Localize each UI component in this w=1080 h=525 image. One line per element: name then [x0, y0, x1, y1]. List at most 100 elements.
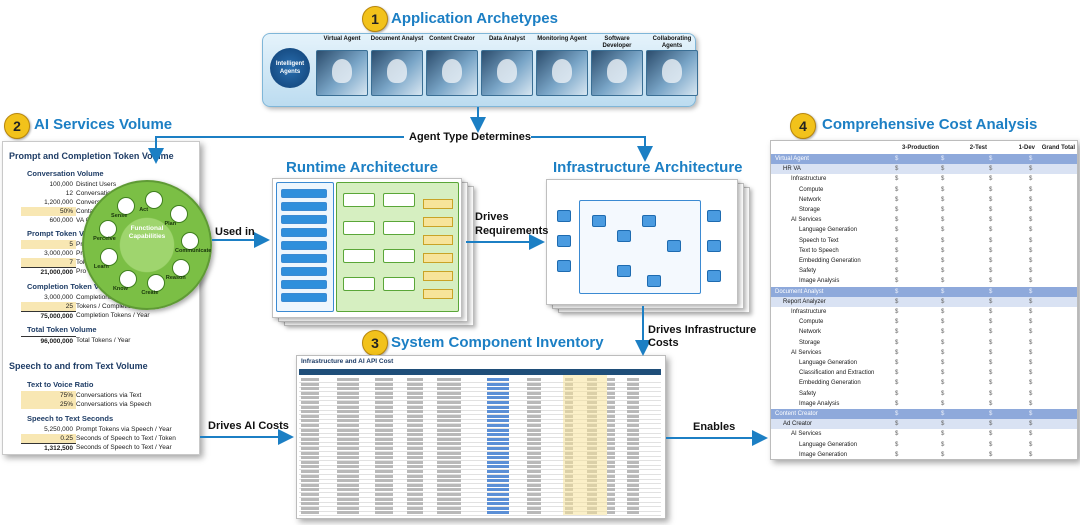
cost-currency-mark: $: [989, 176, 993, 183]
inventory-cell: [337, 424, 359, 427]
inventory-cell: [407, 511, 423, 515]
cost-currency-mark: $: [989, 309, 993, 315]
inventory-cell: [487, 456, 509, 460]
cost-currency-mark: $: [941, 329, 945, 336]
label-drives-ai: Drives AI Costs: [208, 420, 289, 432]
label-enables: Enables: [693, 421, 736, 433]
label-used-in: Used in: [215, 226, 255, 238]
infra-resource-icon: [617, 265, 631, 277]
inventory-cell: [437, 483, 461, 487]
inventory-cell: [437, 506, 461, 510]
inventory-cell: [301, 410, 319, 414]
inventory-cell: [337, 493, 359, 496]
cost-row-ad-creator: Ad Creator$$$$: [771, 419, 1077, 430]
cost-row-label: Embedding Generation: [799, 258, 861, 264]
inventory-cell: [337, 378, 359, 381]
inventory-cell: [301, 405, 319, 409]
inventory-cell: [437, 465, 461, 469]
cost-currency-mark: $: [989, 207, 993, 213]
inventory-cell: [607, 474, 615, 478]
inventory-cell: [375, 483, 393, 487]
section-3-badge: 3: [362, 330, 388, 356]
cost-currency-mark: $: [895, 370, 899, 377]
inventory-cell: [407, 456, 423, 460]
inventory-cell: [301, 391, 319, 395]
row-value: 50%: [21, 207, 76, 216]
infra-title: Infrastructure Architecture: [553, 159, 743, 176]
inventory-cell: [437, 479, 461, 483]
inventory-cell: [437, 396, 461, 400]
inventory-cell: [627, 414, 639, 418]
speech-title: Speech to and from Text Volume: [9, 361, 148, 371]
inventory-cell: [301, 470, 319, 473]
runtime-service-box: [423, 217, 453, 227]
inventory-cell: [607, 493, 615, 496]
row-label: Pro: [76, 250, 87, 257]
inventory-cell: [527, 401, 541, 404]
inventory-cell: [407, 391, 423, 395]
cost-currency-mark: $: [941, 360, 945, 366]
inventory-cell: [527, 479, 541, 483]
inventory-cell: [337, 433, 359, 437]
inventory-cell: [301, 437, 319, 441]
col-production: 3-Production: [902, 145, 939, 151]
inventory-cell: [607, 437, 615, 441]
agent-virtual-agent: Virtual Agent: [315, 36, 369, 96]
inventory-cell: [375, 428, 393, 432]
inventory-cell: [487, 387, 509, 391]
wheel-center-label: Functional Capabilities: [128, 225, 166, 240]
cost-row-label: Network: [799, 196, 822, 203]
cost-table: 3-Production 2-Test 1-Dev Grand Total Vi…: [770, 140, 1078, 460]
inventory-cell: [375, 456, 393, 460]
archetypes-title: Application Archetypes: [391, 10, 558, 27]
inventory-cell: [407, 483, 423, 487]
cost-currency-mark: $: [941, 186, 945, 193]
cost-currency-mark: $: [1029, 186, 1033, 193]
inventory-row: [299, 469, 661, 471]
cost-currency-mark: $: [895, 309, 899, 315]
wheel-node-label: Act: [139, 207, 149, 214]
arrow-to-volume: [148, 136, 404, 164]
cost-currency-mark: $: [1029, 166, 1033, 173]
inventory-cell: [527, 382, 541, 386]
inventory-row: [299, 441, 661, 443]
inventory-cell: [375, 506, 393, 510]
cost-currency-mark: $: [989, 258, 993, 264]
inventory-cell: [487, 470, 509, 473]
inventory-cell: [375, 470, 393, 473]
cost-currency-mark: $: [1029, 278, 1033, 285]
row-label: Pro: [76, 240, 191, 249]
cost-row-image-analysis: Image Analysis$$$$: [771, 399, 1077, 409]
cost-currency-mark: $: [1029, 421, 1033, 428]
inventory-cell: [607, 479, 615, 483]
inventory-cell: [607, 511, 615, 515]
inventory-cell: [437, 391, 461, 395]
inventory-cell: [407, 405, 423, 409]
inventory-cell: [301, 497, 319, 501]
inventory-cell: [437, 437, 461, 441]
inventory-cell: [407, 414, 423, 418]
cost-currency-mark: $: [941, 421, 945, 428]
inventory-row: [299, 455, 661, 457]
inventory-row: [299, 405, 661, 406]
inventory-cell: [375, 419, 393, 423]
cost-table-header: 3-Production 2-Test 1-Dev Grand Total: [771, 143, 1077, 154]
infra-resource-icon: [617, 230, 631, 242]
inventory-cell: [301, 465, 319, 469]
cost-currency-mark: $: [941, 217, 945, 224]
cost-currency-mark: $: [895, 207, 899, 213]
cost-currency-mark: $: [895, 380, 899, 387]
inventory-cell: [527, 502, 541, 506]
inventory-row: [299, 515, 661, 517]
cost-currency-mark: $: [895, 288, 899, 295]
inventory-cell: [607, 414, 615, 418]
row-value: 7: [21, 258, 76, 267]
cost-row-label: Speech to Text: [799, 237, 839, 244]
cost-currency-mark: $: [895, 411, 899, 417]
cost-currency-mark: $: [895, 247, 899, 254]
